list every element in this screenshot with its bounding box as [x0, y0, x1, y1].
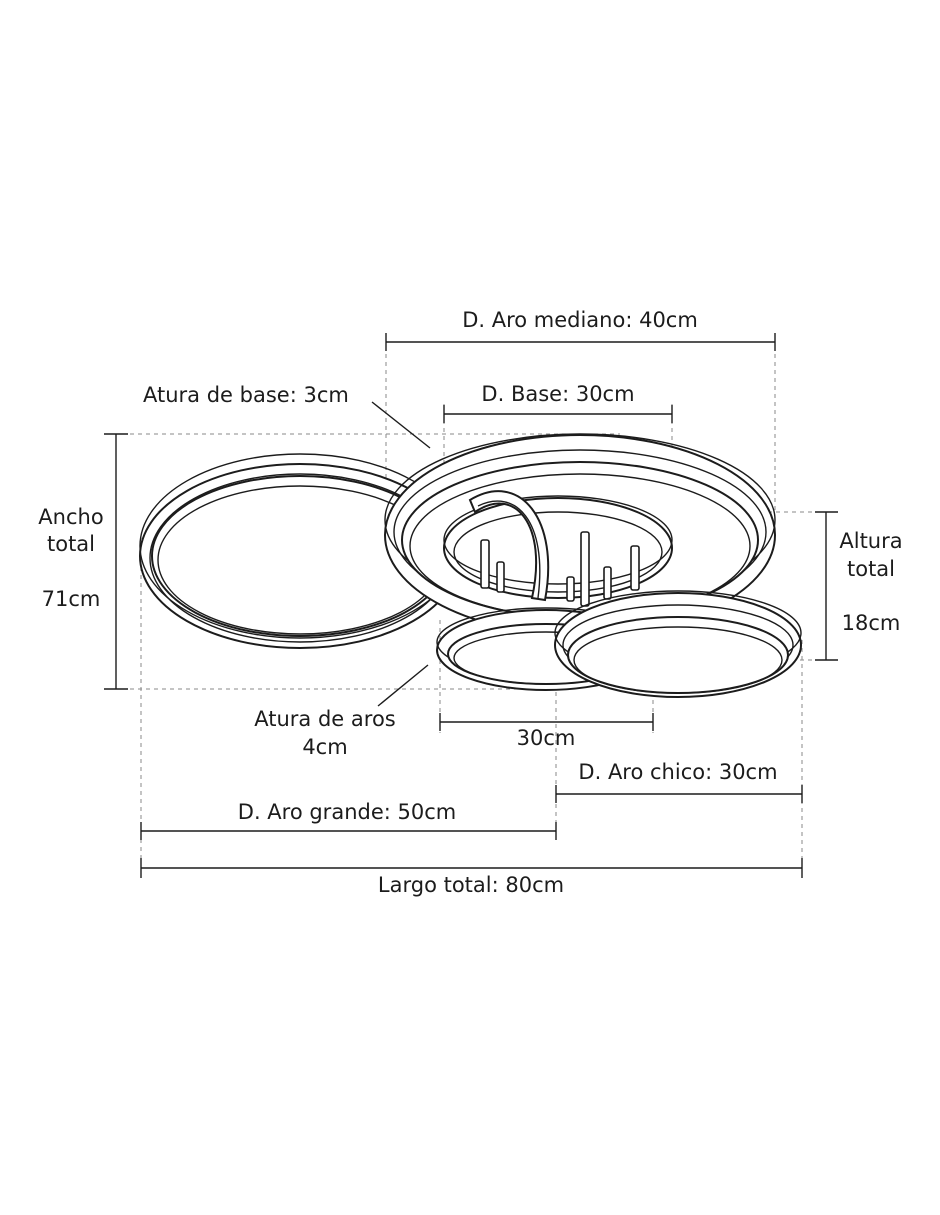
ancho-total-label-line1: Ancho: [38, 505, 104, 529]
altura-total-label-line1: Altura: [839, 529, 903, 553]
twist-ring: [468, 490, 550, 602]
base-diameter-label: D. Base: 30cm: [481, 382, 635, 406]
aro-mediano-label: D. Aro mediano: 40cm: [462, 308, 698, 332]
led-posts: [480, 531, 640, 607]
aro-grande-label: D. Aro grande: 50cm: [237, 800, 457, 824]
small-ring: [554, 590, 802, 698]
rings-height-label-line1: Atura de aros: [254, 707, 396, 731]
dimension-lines: [104, 333, 838, 878]
rings-height-value: 4cm: [302, 735, 348, 759]
ancho-total-value: 71cm: [41, 587, 101, 611]
largo-total-label: Largo total: 80cm: [377, 873, 565, 897]
altura-total-label-line2: total: [846, 557, 896, 581]
base-height-label: Atura de base: 3cm: [143, 383, 349, 407]
altura-total-value: 18cm: [841, 611, 901, 635]
aro-chico-label: D. Aro chico: 30cm: [578, 760, 778, 784]
middle-ring-label: 30cm: [516, 726, 576, 750]
ancho-total-label-line2: total: [46, 532, 96, 556]
